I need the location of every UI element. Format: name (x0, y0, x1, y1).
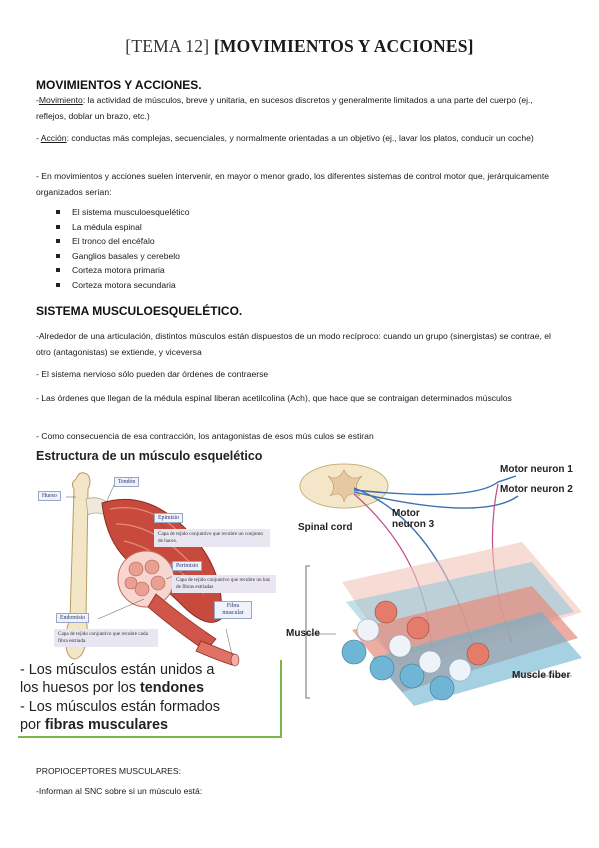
list-item: Corteza motora secundaria (56, 278, 190, 293)
motor-neuron-illustration (299, 463, 582, 706)
caption-line: los huesos por los tendones (20, 680, 204, 696)
figure-skeletal-muscle-structure: Estructura de un músculo esquelético (36, 449, 282, 739)
list-item: El tronco del encéfalo (56, 234, 190, 249)
label-fibra-muscular: Fibra muscular (214, 601, 252, 619)
caption-line: - Los músculos están formados (20, 699, 220, 715)
note-endomisio: Capa de tejido conjuntivo que recubre ca… (54, 629, 158, 647)
section-heading-movimientos: MOVIMIENTOS Y ACCIONES. (36, 78, 202, 92)
caption-line: - Los músculos están unidos a (20, 662, 215, 678)
list-item: Ganglios basales y cerebelo (56, 249, 190, 264)
label-motor-neuron-2: Motor neuron 2 (500, 484, 573, 495)
caption-box (18, 660, 282, 738)
paragraph-antagonistas: - Como consecuencia de esa contracción, … (36, 431, 374, 441)
page-title: [TEMA 12] [MOVIMIENTOS Y ACCIONES] (0, 36, 599, 57)
label-epimisio: Epimisio (154, 513, 183, 523)
list-item: La médula espinal (56, 220, 190, 235)
paragraph-accion: - Acción: conductas más complejas, secue… (36, 133, 534, 143)
caption-line: por fibras musculares (20, 717, 168, 733)
label-motor-neuron-1: Motor neuron 1 (500, 464, 573, 475)
section-heading-musculoesqueletico: SISTEMA MUSCULOESQUELÉTICO. (36, 304, 243, 318)
paragraph-acetilcolina: - Las órdenes que llegan de la médula es… (36, 393, 512, 403)
list-item: Corteza motora primaria (56, 263, 190, 278)
skeletal-muscle-illustration (64, 472, 240, 667)
section-heading-propioceptores: PROPIOCEPTORES MUSCULARES: (36, 766, 182, 776)
note-perimisio: Capa de tejido conjuntivo que recubre un… (172, 575, 276, 593)
figure-title: Estructura de un músculo esquelético (36, 449, 263, 463)
paragraph-propioceptores: -Informan al SNC sobre si un músculo est… (36, 786, 203, 796)
term-movimiento: Movimiento (38, 95, 83, 105)
note-epimisio: Capa de tejido conjuntivo que recubre un… (154, 529, 270, 547)
figure-motor-neurons: Motor neuron 1 Motor neuron 2 Motor neur… (282, 462, 592, 722)
term-accion: Acción (40, 133, 67, 143)
motor-systems-list: El sistema musculoesquelético La médula … (56, 205, 190, 293)
label-tendon: Tendón (114, 477, 140, 487)
label-spinal-cord: Spinal cord (298, 522, 353, 533)
title-topic-name: [MOVIMIENTOS Y ACCIONES] (213, 36, 474, 56)
label-muscle-fiber: Muscle fiber (512, 670, 571, 681)
title-topic-number: [TEMA 12] (125, 36, 210, 56)
list-item: El sistema musculoesquelético (56, 205, 190, 220)
label-hueso: Hueso (38, 491, 61, 501)
paragraph-articulacion: -Alrededor de una articulación, distinto… (36, 331, 551, 357)
label-endomisio: Endomisio (56, 613, 90, 623)
paragraph-sistemas-control: - En movimientos y acciones suelen inter… (36, 171, 550, 197)
paragraph-ordenes-contraerse: - El sistema nervioso sólo pueden dar ór… (36, 369, 269, 379)
paragraph-movimiento: -Movimiento: la actividad de músculos, b… (36, 95, 533, 121)
label-motor-neuron-3: Motor neuron 3 (392, 508, 435, 530)
label-muscle: Muscle (286, 628, 320, 639)
label-perimisio: Perimisio (172, 561, 203, 571)
